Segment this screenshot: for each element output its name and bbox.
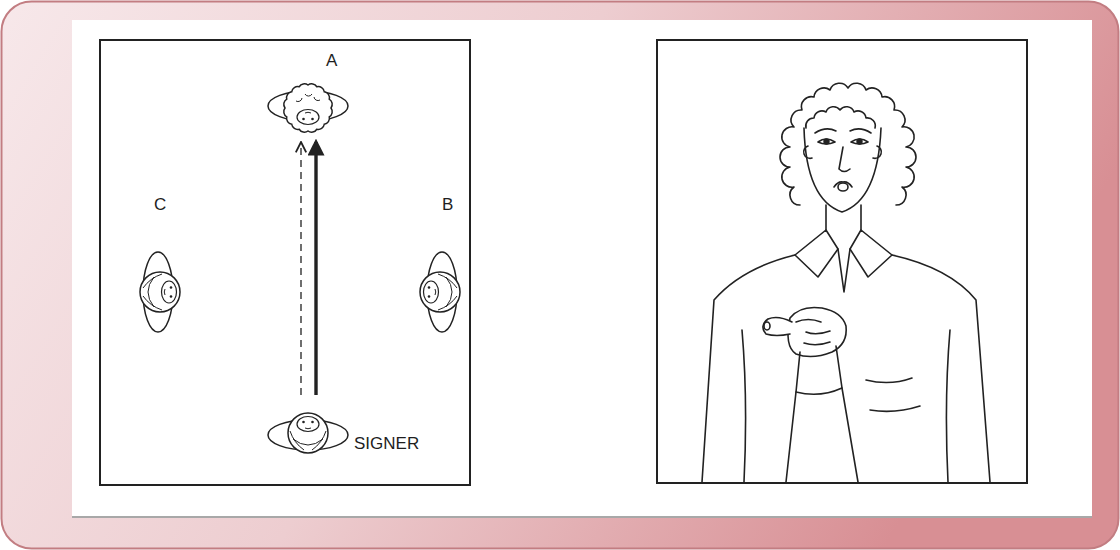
person-figure: SIGNER [250, 395, 460, 467]
mouth [305, 112, 311, 114]
person-label: C [154, 196, 166, 213]
eye [428, 295, 431, 298]
figure-outline [118, 196, 202, 340]
shirt-opening [838, 249, 850, 292]
knuckle-lines [796, 320, 830, 345]
pupil [857, 139, 862, 144]
person-label: SIGNER [354, 435, 419, 452]
pointing-finger [763, 318, 792, 336]
eye [170, 286, 173, 289]
person-label: B [442, 196, 453, 213]
person-figure: C [118, 196, 202, 340]
fist [788, 307, 846, 356]
hair-strands [290, 431, 326, 450]
neck [826, 205, 861, 234]
nose [839, 147, 850, 172]
fingernail [764, 322, 770, 330]
face [424, 281, 439, 303]
diagram-frame [100, 40, 470, 485]
shirt-folds [866, 378, 920, 411]
face [162, 281, 177, 303]
mouth [164, 289, 166, 295]
mouth [435, 289, 437, 295]
figure-outline [250, 50, 370, 142]
eye [311, 421, 314, 424]
sleeve [786, 388, 858, 482]
eye [302, 118, 305, 121]
pursed-lips [838, 183, 848, 191]
illustration-frame [657, 40, 1027, 483]
pupil [824, 139, 829, 144]
eyebrows [815, 129, 871, 133]
hair-strands [438, 274, 457, 310]
shirt-seams [742, 330, 950, 482]
white-panel [72, 20, 1092, 517]
hair-fringe [806, 107, 876, 128]
eye [170, 295, 173, 298]
figure-outline [398, 196, 482, 340]
mouth [305, 428, 311, 430]
hair-curls [296, 94, 320, 102]
person-top-view [140, 252, 180, 332]
figure-outline [250, 395, 460, 467]
person-label: A [326, 52, 337, 69]
person-figure: A [250, 50, 370, 142]
eye [302, 421, 305, 424]
person-top-view [420, 252, 460, 332]
head-outline [420, 272, 460, 312]
face [297, 110, 319, 125]
panel-rule [72, 516, 1092, 518]
person-top-view [268, 84, 348, 132]
dashed-arrow [300, 142, 301, 395]
face-outline [804, 128, 881, 212]
head-outline [140, 272, 180, 312]
hair-strands [143, 274, 162, 310]
face [297, 417, 319, 432]
person-figure: B [398, 196, 482, 340]
solid-arrow [314, 142, 317, 395]
eye [311, 118, 314, 121]
person-top-view [268, 413, 348, 453]
shirt-collar [795, 230, 892, 277]
eyes [818, 139, 868, 144]
curly-hair [284, 84, 332, 132]
eye [428, 286, 431, 289]
shoulders [702, 255, 990, 482]
head-outline [288, 413, 328, 453]
upper-lip [834, 182, 852, 187]
shirt-cuff [796, 346, 842, 394]
